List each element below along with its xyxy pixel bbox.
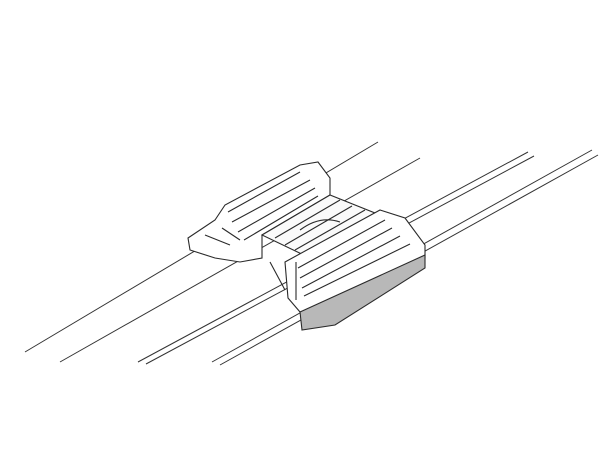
connector-shaded-bar (299, 254, 426, 331)
connector-bridge-detail (274, 199, 366, 251)
connector (187, 161, 426, 331)
connector-base-line (269, 261, 286, 291)
connector-left-ribs (204, 171, 319, 246)
connector-right-ribs (295, 219, 411, 300)
